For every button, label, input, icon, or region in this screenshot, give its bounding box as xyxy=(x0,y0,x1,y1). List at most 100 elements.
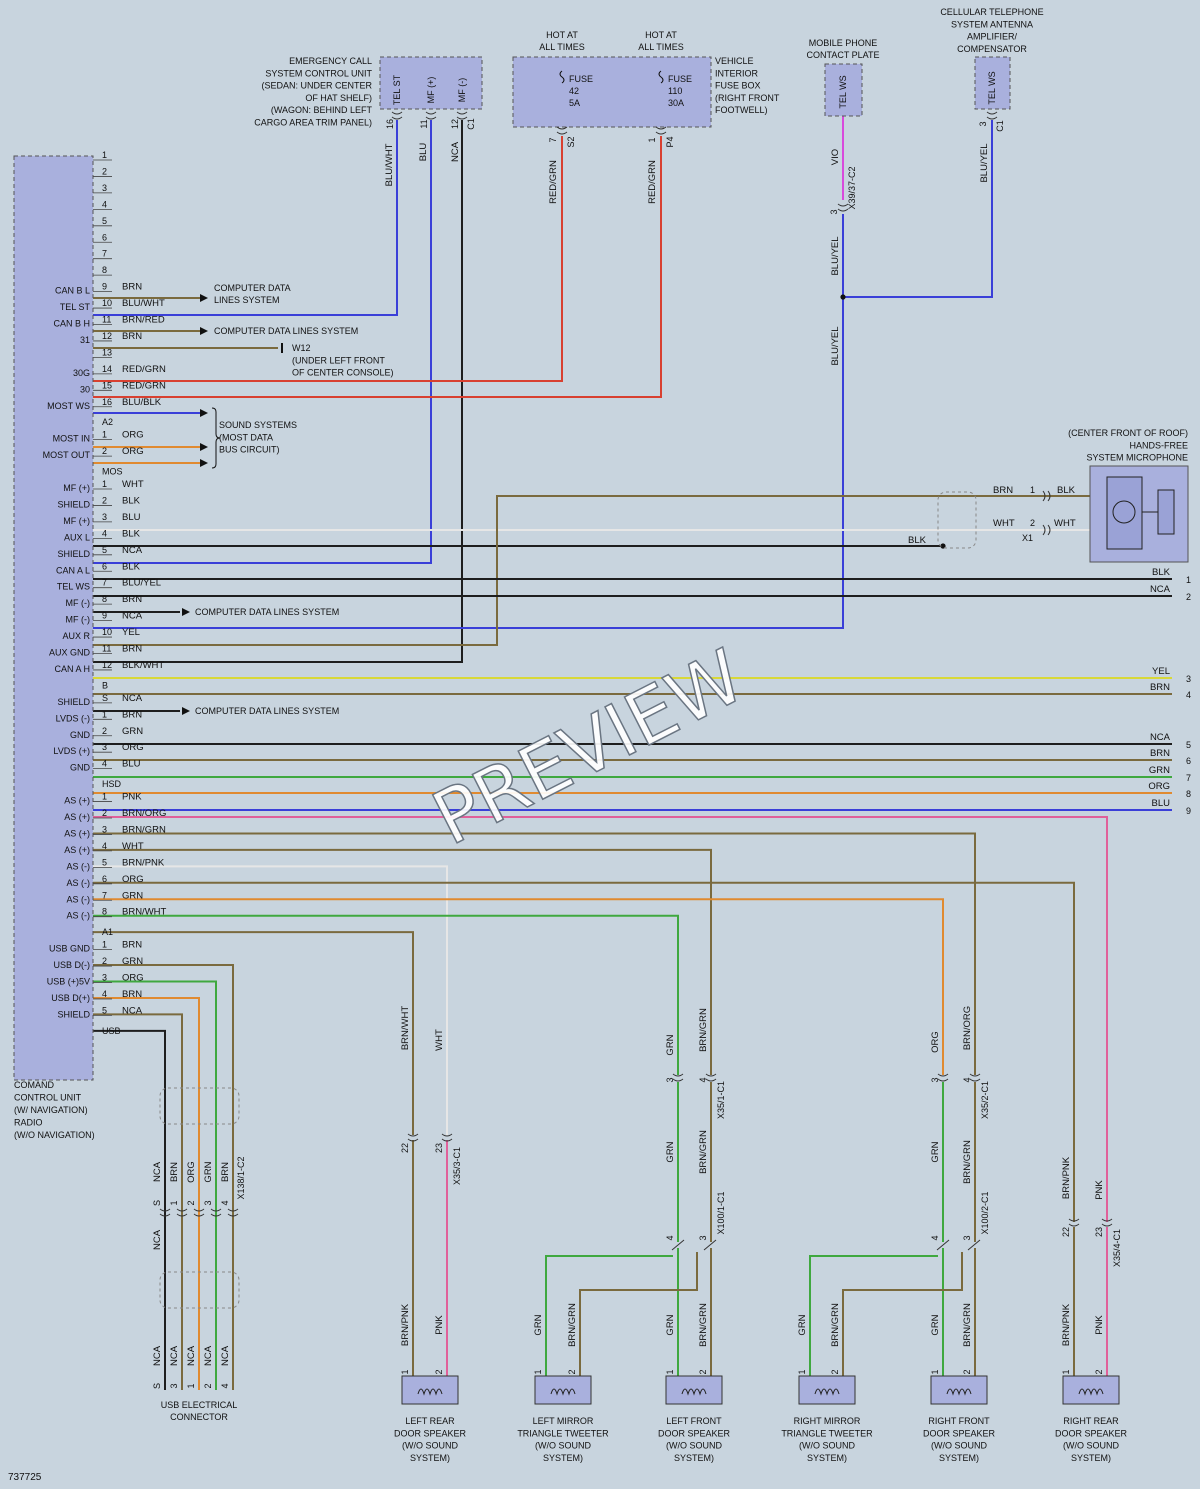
wire-mf-plus xyxy=(93,120,432,564)
speaker-label: DOOR SPEAKER xyxy=(1055,1428,1128,1438)
wire-color-label: BRN/RED xyxy=(122,315,165,326)
pin-number: 2 xyxy=(186,1200,196,1205)
fusebox-label: FUSE BOX xyxy=(715,81,761,91)
wire-color-label: BRN xyxy=(122,282,142,293)
wire-color-label: NCA xyxy=(152,1345,163,1366)
speaker-label: (W/O SOUND xyxy=(931,1441,987,1451)
pin-number: 1 xyxy=(930,1369,940,1374)
speaker-label: SYSTEM) xyxy=(1071,1453,1111,1463)
wire-color-label: GRN xyxy=(122,890,143,901)
speaker-icon xyxy=(930,1375,988,1405)
pin-number: 10 xyxy=(102,627,112,637)
speaker-label: (W/O SOUND xyxy=(402,1441,458,1451)
wire-color-label: BRN/GRN xyxy=(962,1303,973,1347)
speaker-label: LEFT FRONT xyxy=(666,1416,722,1426)
pin-number: 4 xyxy=(102,528,107,538)
pin-number: 7 xyxy=(102,249,107,259)
pin-number: 3 xyxy=(962,1235,972,1240)
antenna-pin: TEL WS xyxy=(987,71,997,104)
pin-number: 1 xyxy=(102,430,107,440)
wire-color-label: BLK xyxy=(908,535,927,546)
comand-label: COMAND xyxy=(14,1080,54,1090)
wire-color-label: BRN xyxy=(122,989,142,1000)
wire-color-label: BRN xyxy=(220,1162,231,1182)
wire-color-label: PNK xyxy=(1094,1180,1105,1200)
pin-number: 5 xyxy=(102,857,107,867)
wire-color-label: BLU/YEL xyxy=(830,236,841,275)
connector-icon xyxy=(1101,1218,1113,1227)
wire-color-label: BLK xyxy=(1152,567,1171,578)
arrow-right-icon xyxy=(200,327,208,335)
exit-number: 7 xyxy=(1186,773,1191,783)
pin-number: 4 xyxy=(930,1235,940,1240)
fuse-42-label: 5A xyxy=(569,98,580,108)
wire-usb-5v xyxy=(93,996,200,1390)
wire-color-label: GRN xyxy=(797,1314,808,1335)
speaker-label: (W/O SOUND xyxy=(666,1441,722,1451)
hot-at-all-times: ALL TIMES xyxy=(539,42,585,52)
exit-number: 9 xyxy=(1186,806,1191,816)
connector-id: B xyxy=(102,680,108,690)
speaker-icon xyxy=(798,1375,856,1405)
arrow-icon xyxy=(200,459,208,467)
microphone-label: SYSTEM MICROPHONE xyxy=(1086,453,1188,463)
reference-label: (MOST DATA xyxy=(219,432,273,442)
wire-color-label: RED/GRN xyxy=(548,160,559,204)
wire-color-label: BLU xyxy=(1152,798,1171,809)
pin-number: 12 xyxy=(102,331,112,341)
pin-number: 4 xyxy=(102,841,107,851)
phone-plate-box xyxy=(824,63,863,117)
wire-color-label: BRN xyxy=(122,644,142,655)
connector-icon xyxy=(672,1073,684,1082)
phone-plate-label: CONTACT PLATE xyxy=(806,50,879,60)
pin-label: SHIELD xyxy=(57,499,90,509)
shield-icon xyxy=(159,1087,240,1125)
pin-label: USB (+)5V xyxy=(47,977,90,987)
wire-color-label: ORG xyxy=(122,973,144,984)
connector-icon xyxy=(655,126,667,135)
ecall-label: EMERGENCY CALL xyxy=(289,56,372,66)
wire-as-org xyxy=(93,898,944,1075)
wire-color-label: GRN xyxy=(930,1314,941,1335)
wire-color-label: NCA xyxy=(122,1005,143,1016)
pin-label: AS (+) xyxy=(64,828,90,838)
wire-usb-d-minus xyxy=(93,980,217,1390)
wire-color-label: YEL xyxy=(122,627,140,638)
connector-icon xyxy=(1042,490,1051,502)
pin-label: MOST OUT xyxy=(43,450,91,460)
microphone-label: (CENTER FRONT OF ROOF) xyxy=(1068,428,1188,438)
speaker-label: LEFT REAR xyxy=(405,1416,455,1426)
splice-icon xyxy=(671,1239,685,1251)
connector-icon xyxy=(1042,524,1051,536)
wire-mf-minus xyxy=(93,120,463,663)
hot-at-all-times: HOT AT xyxy=(546,30,578,40)
pin-number: 9 xyxy=(102,282,107,292)
pin-number: 13 xyxy=(102,347,112,357)
pin-number: 2 xyxy=(102,726,107,736)
speaker-icon xyxy=(1062,1375,1120,1405)
pin-label: SHIELD xyxy=(57,697,90,707)
wire-color-label: NCA xyxy=(152,1161,163,1182)
wire-color-label: NCA xyxy=(220,1345,231,1366)
wire-color-label: NCA xyxy=(122,693,143,704)
pin-number: 22 xyxy=(1061,1227,1071,1237)
pin-number: 5 xyxy=(102,216,107,226)
wire-color-label: NCA xyxy=(169,1345,180,1366)
pin-number: 4 xyxy=(102,759,107,769)
ecall-pin-number: 11 xyxy=(419,119,429,128)
ecall-label: OF HAT SHELF) xyxy=(305,93,372,103)
wire-color-label: BRN/PNK xyxy=(122,857,165,868)
wire-rm-brn-grn xyxy=(842,1252,963,1376)
connector-id: X35/3-C1 xyxy=(452,1147,462,1185)
wire-color-label: YEL xyxy=(1152,666,1170,677)
wire-color-label: BLK xyxy=(1057,485,1076,496)
pin-label: USB D(+) xyxy=(51,993,90,1003)
pin-label: AUX R xyxy=(62,631,90,641)
bracket-icon xyxy=(211,407,221,469)
speaker-label: (W/O SOUND xyxy=(799,1441,855,1451)
wire-color-label: BLK xyxy=(122,528,141,539)
pin-number: 1 xyxy=(1030,485,1035,495)
wire-color-label: BLU/YEL xyxy=(979,143,990,182)
speaker-icon xyxy=(665,1375,723,1405)
